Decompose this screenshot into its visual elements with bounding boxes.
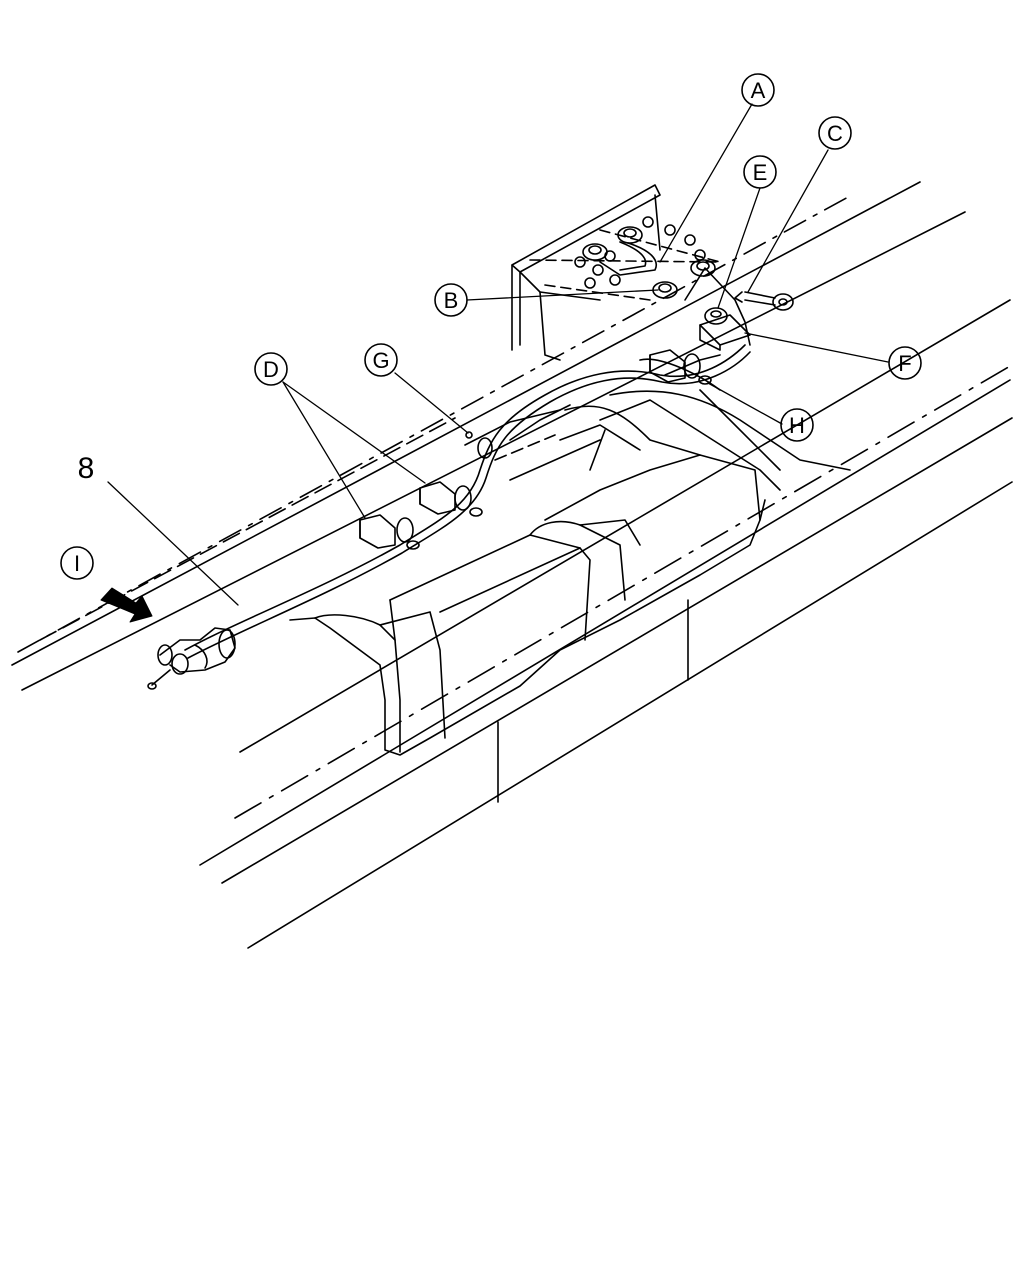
lower-frame-rail xyxy=(199,299,1013,949)
clamp-g xyxy=(465,431,493,459)
fuel-tank xyxy=(289,358,851,756)
clamp-h xyxy=(649,349,712,385)
callout-d: D xyxy=(263,357,279,382)
callout-i: I xyxy=(74,551,80,576)
part-number-label: 8 xyxy=(78,452,95,485)
bolt-a xyxy=(599,226,657,276)
callout-labels: A C E B F H G D I 8 xyxy=(74,78,912,576)
callout-b: B xyxy=(444,288,459,313)
fitting-e xyxy=(699,307,751,351)
arrow-front-icon xyxy=(100,587,153,623)
bolt-c xyxy=(734,291,794,311)
callout-c: C xyxy=(827,121,843,146)
callout-e: E xyxy=(753,160,768,185)
leader-lines xyxy=(107,103,889,606)
clamp-d-upper xyxy=(419,481,483,517)
bolt-b xyxy=(582,243,716,299)
callout-f: F xyxy=(898,351,911,376)
callout-h: H xyxy=(789,413,805,438)
fuel-line xyxy=(184,267,751,659)
upper-frame-rail xyxy=(11,181,966,691)
connector-sensor xyxy=(147,627,236,690)
callout-g: G xyxy=(372,348,389,373)
mounting-plate xyxy=(511,184,721,361)
callout-a: A xyxy=(751,78,766,103)
callout-circles xyxy=(60,73,922,580)
clamp-d-lower xyxy=(359,514,420,550)
